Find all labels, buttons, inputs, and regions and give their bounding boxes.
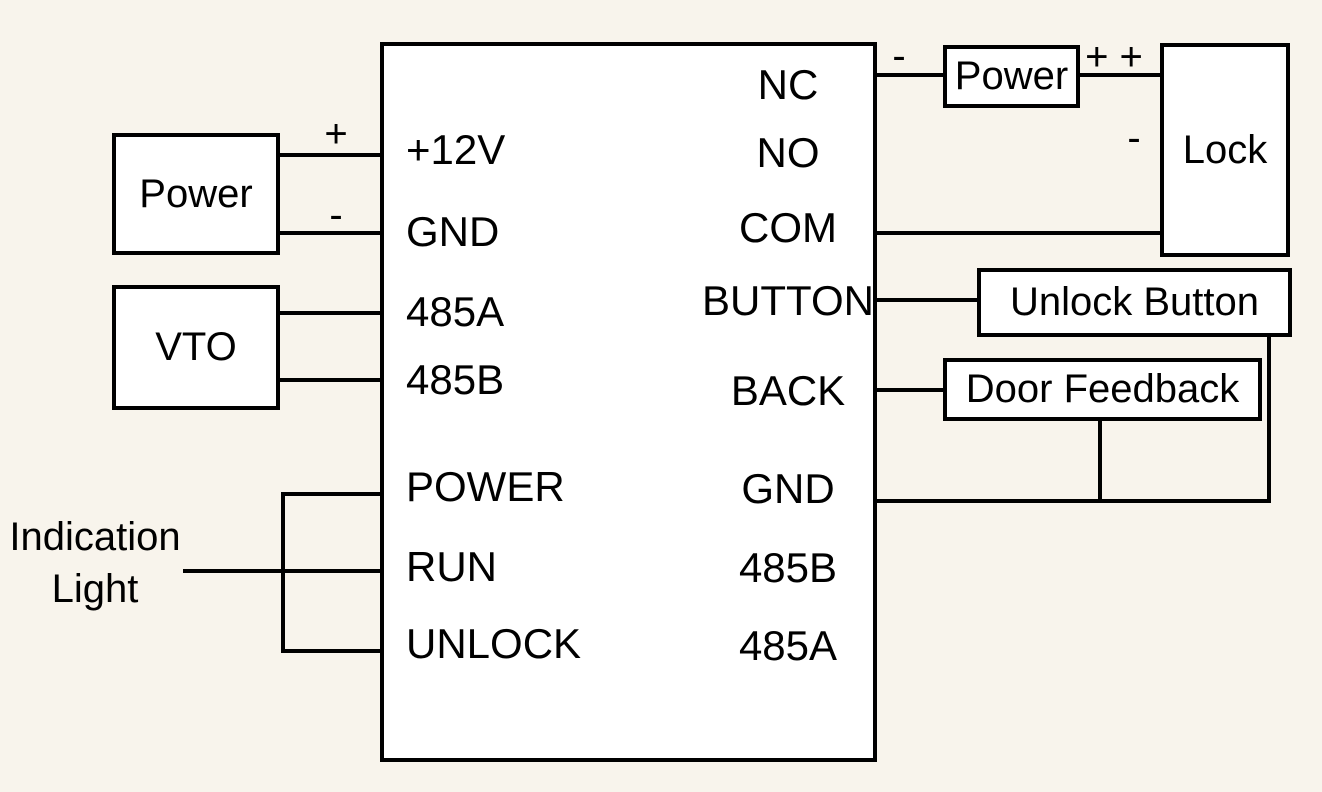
- wire-indication-bus: [281, 492, 285, 653]
- unlock-button-box: Unlock Button: [977, 268, 1292, 337]
- terminal-run-label: RUN: [406, 543, 497, 590]
- wire-back-to-door-feedback: [876, 388, 943, 392]
- power-supply-right-box: Power: [943, 45, 1080, 108]
- vto-box: VTO: [112, 285, 280, 410]
- vto-label: VTO: [155, 325, 237, 369]
- lock-label: Lock: [1182, 127, 1268, 172]
- power-supply-left-box: Power: [112, 133, 280, 255]
- terminal-485b-right-label: 485B: [738, 544, 838, 591]
- door-feedback-label: Door Feedback: [965, 367, 1240, 411]
- terminal-485a-left-label: 485A: [406, 288, 505, 335]
- wire-power-minus-to-gnd: [280, 231, 380, 235]
- indication-light-label: Indication Light: [0, 511, 190, 615]
- terminal-plus12v-label: +12V: [406, 126, 506, 173]
- wire-nc-to-power: [876, 73, 943, 77]
- plus-plus-sign-power-right: + +: [1085, 35, 1143, 79]
- terminal-no-label: NO: [756, 129, 820, 176]
- door-feedback-box: Door Feedback: [943, 358, 1262, 421]
- wire-door-feedback-drop: [1098, 421, 1102, 503]
- indication-light-line1: Indication: [9, 515, 181, 559]
- wire-unlock-button-drop: [1267, 337, 1271, 503]
- terminal-button-label: BUTTON: [702, 277, 874, 324]
- plus-sign-power-left: +: [324, 112, 348, 156]
- terminal-power-label: POWER: [406, 463, 565, 510]
- wire-vto-485a: [280, 311, 380, 315]
- controller-box: [380, 42, 877, 762]
- indication-light-line2: Light: [51, 567, 139, 611]
- terminal-unlock-label: UNLOCK: [406, 620, 582, 667]
- terminal-nc-label: NC: [757, 61, 819, 108]
- power-supply-left-label: Power: [139, 171, 253, 216]
- unlock-button-label: Unlock Button: [1009, 280, 1260, 324]
- terminal-gnd-right-label: GND: [741, 465, 835, 512]
- wire-button-to-unlock-button: [876, 298, 977, 302]
- lock-box: Lock: [1160, 43, 1290, 257]
- wire-indication-power-stub: [281, 492, 380, 496]
- wire-vto-485b: [280, 378, 380, 382]
- minus-sign-power-left: -: [329, 193, 343, 237]
- minus-sign-nc: -: [892, 34, 906, 78]
- wire-com-to-lock: [876, 231, 1160, 235]
- wire-gnd-common: [876, 499, 1271, 503]
- wire-power-plus-to-12v: [280, 153, 380, 157]
- minus-sign-lock: -: [1127, 116, 1141, 160]
- terminal-485b-left-label: 485B: [406, 356, 505, 403]
- wire-indication-unlock-stub: [281, 649, 380, 653]
- power-supply-right-label: Power: [954, 54, 1069, 98]
- terminal-gnd-left-label: GND: [406, 208, 500, 255]
- terminal-com-label: COM: [739, 204, 837, 251]
- wire-power-to-lock: [1080, 73, 1160, 77]
- terminal-485a-right-label: 485A: [738, 622, 838, 669]
- terminal-back-label: BACK: [730, 367, 846, 414]
